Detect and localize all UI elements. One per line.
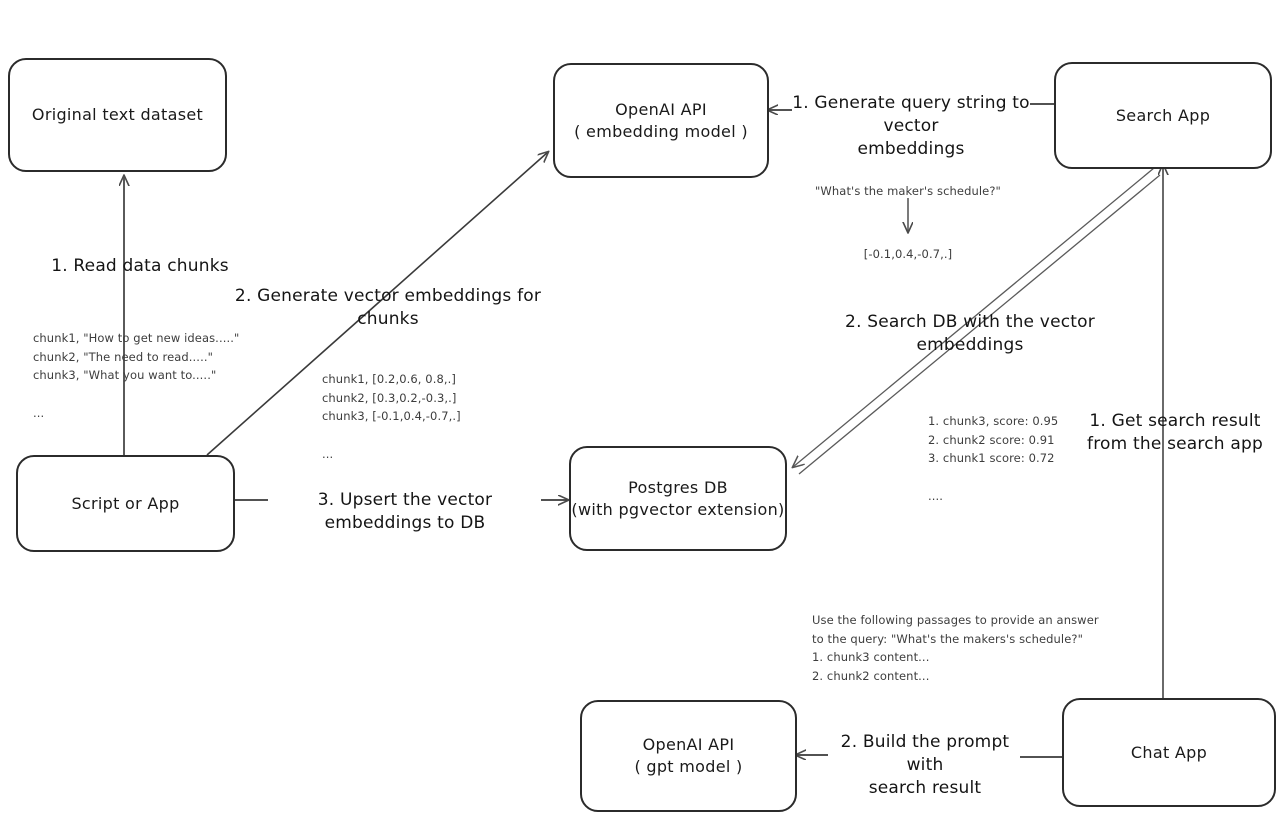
node-label-line1: OpenAI API <box>615 99 707 119</box>
edge-label-read-data-chunks: 1. Read data chunks <box>51 256 229 276</box>
note-source-chunks: chunk1, "How to get new ideas....." chun… <box>33 331 240 420</box>
note-prompt-text: Use the following passages to provide an… <box>812 613 1099 683</box>
note-chunk-embeddings: chunk1, [0.2,0.6, 0.8,.] chunk2, [0.3,0.… <box>322 372 461 461</box>
node-label-line1: Script or App <box>71 493 180 513</box>
node-openai-embedding-model[interactable]: OpenAI API ( embedding model ) <box>553 63 769 178</box>
node-script-or-app[interactable]: Script or App <box>16 455 235 552</box>
node-original-text-dataset[interactable]: Original text dataset <box>8 58 227 172</box>
edge-label-build-prompt: 2. Build the prompt with search result <box>840 732 1010 798</box>
node-label-line1: Original text dataset <box>31 105 204 125</box>
node-label-line2: ( gpt model ) <box>634 757 743 776</box>
node-openai-gpt-model[interactable]: OpenAI API ( gpt model ) <box>580 700 797 812</box>
note-query-string: "What's the maker's schedule?" <box>815 184 1001 198</box>
node-label-line1: Search App <box>1115 105 1211 125</box>
edge-label-search-db: 2. Search DB with the vector embeddings <box>845 312 1095 355</box>
node-label-line2: ( embedding model ) <box>574 121 748 141</box>
note-query-embedding: [-0.1,0.4,-0.7,.] <box>863 247 953 261</box>
node-postgres-db[interactable]: Postgres DB (with pgvector extension) <box>569 446 787 551</box>
node-label-line1: OpenAI API <box>642 735 735 755</box>
edge-label-get-search-result: 1. Get search result from the search app <box>1087 411 1263 454</box>
edge-label-generate-query-string: 1. Generate query string to vector embed… <box>792 93 1030 159</box>
node-chat-app[interactable]: Chat App <box>1062 698 1276 807</box>
node-label-line1: Postgres DB <box>628 477 728 497</box>
edge-label-generate-vector-embeddings: 2. Generate vector embeddings for chunks <box>234 286 542 329</box>
node-label-line1: Chat App <box>1130 742 1208 762</box>
node-search-app[interactable]: Search App <box>1054 62 1272 169</box>
note-search-results: 1. chunk3, score: 0.95 2. chunk2 score: … <box>928 414 1059 503</box>
node-label-line2: (with pgvector extension) <box>571 499 785 519</box>
edge-label-upsert-to-db: 3. Upsert the vector embeddings to DB <box>317 490 493 533</box>
